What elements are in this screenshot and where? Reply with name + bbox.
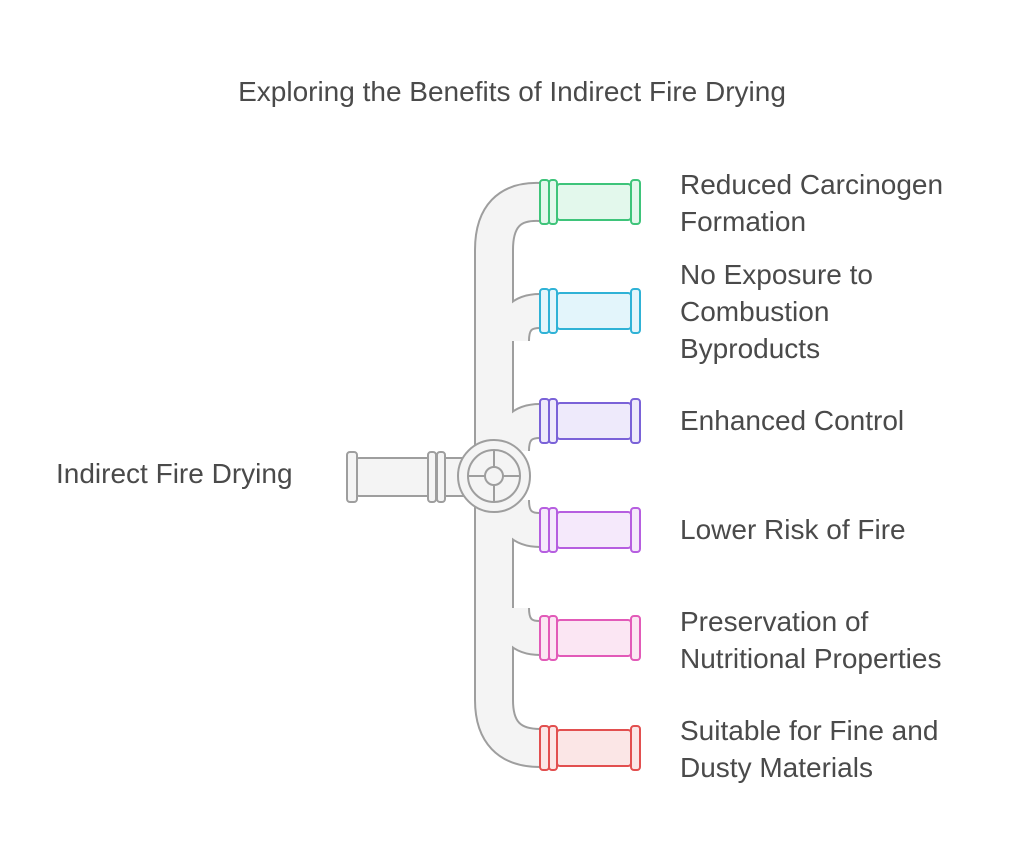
benefit-label-line: Nutritional Properties <box>680 643 942 674</box>
outlet-pipe <box>539 507 641 553</box>
benefit-label-line: Formation <box>680 206 807 237</box>
benefit-label-line: Preservation of <box>680 606 869 637</box>
benefit-label: Preservation of Nutritional Properties <box>680 603 1010 677</box>
diagram-title: Exploring the Benefits of Indirect Fire … <box>238 76 786 107</box>
benefit-label-line: Reduced Carcinogen <box>680 169 944 200</box>
outlet-pipe <box>539 288 641 334</box>
source-pipe-cap <box>346 451 358 503</box>
benefit-label-line: Dusty Materials <box>680 752 873 783</box>
valve-wheel-icon <box>457 439 531 513</box>
outlet-body <box>556 183 632 221</box>
outlet-body <box>556 402 632 440</box>
outlet-cap <box>630 398 641 444</box>
outlet-flange <box>539 615 550 661</box>
outlet-pipe <box>539 398 641 444</box>
outlet-flange <box>548 725 558 771</box>
outlet-flange <box>539 179 550 225</box>
outlet-flange <box>539 398 550 444</box>
outlet-pipe <box>539 179 641 225</box>
benefit-label-line: Byproducts <box>680 333 821 364</box>
manifold-branch-body <box>496 295 542 342</box>
benefit-label: Lower Risk of Fire <box>680 511 1010 548</box>
benefit-label-line: No Exposure to <box>680 259 873 290</box>
outlet-cap <box>630 179 641 225</box>
outlet-body <box>556 619 632 657</box>
outlet-flange <box>548 398 558 444</box>
source-pipe-flange <box>427 451 437 503</box>
outlet-pipes <box>539 179 641 771</box>
outlet-body <box>556 511 632 549</box>
outlet-flange <box>548 615 558 661</box>
outlet-flange <box>548 179 558 225</box>
manifold-branch-body <box>496 607 542 654</box>
outlet-pipe <box>539 615 641 661</box>
source-pipe <box>346 451 473 503</box>
source-pipe-body <box>355 457 437 497</box>
outlet-body <box>556 292 632 330</box>
outlet-flange <box>539 725 550 771</box>
valve-center <box>484 466 504 486</box>
benefit-label: Enhanced Control <box>680 402 1010 439</box>
benefit-label-line: Combustion <box>680 296 830 327</box>
benefit-label-line: Lower Risk of Fire <box>680 514 906 545</box>
outlet-cap <box>630 725 641 771</box>
outlet-body <box>556 729 632 767</box>
outlet-pipe <box>539 725 641 771</box>
outlet-flange <box>548 507 558 553</box>
outlet-flange <box>539 288 550 334</box>
outlet-flange <box>548 288 558 334</box>
outlet-flange <box>539 507 550 553</box>
outlet-cap <box>630 615 641 661</box>
outlet-cap <box>630 288 641 334</box>
source-label: Indirect Fire Drying <box>56 458 293 489</box>
benefit-label-line: Enhanced Control <box>680 405 905 436</box>
source-pipe-flange <box>436 451 446 503</box>
benefit-label-line: Suitable for Fine and <box>680 715 939 746</box>
outlet-cap <box>630 507 641 553</box>
